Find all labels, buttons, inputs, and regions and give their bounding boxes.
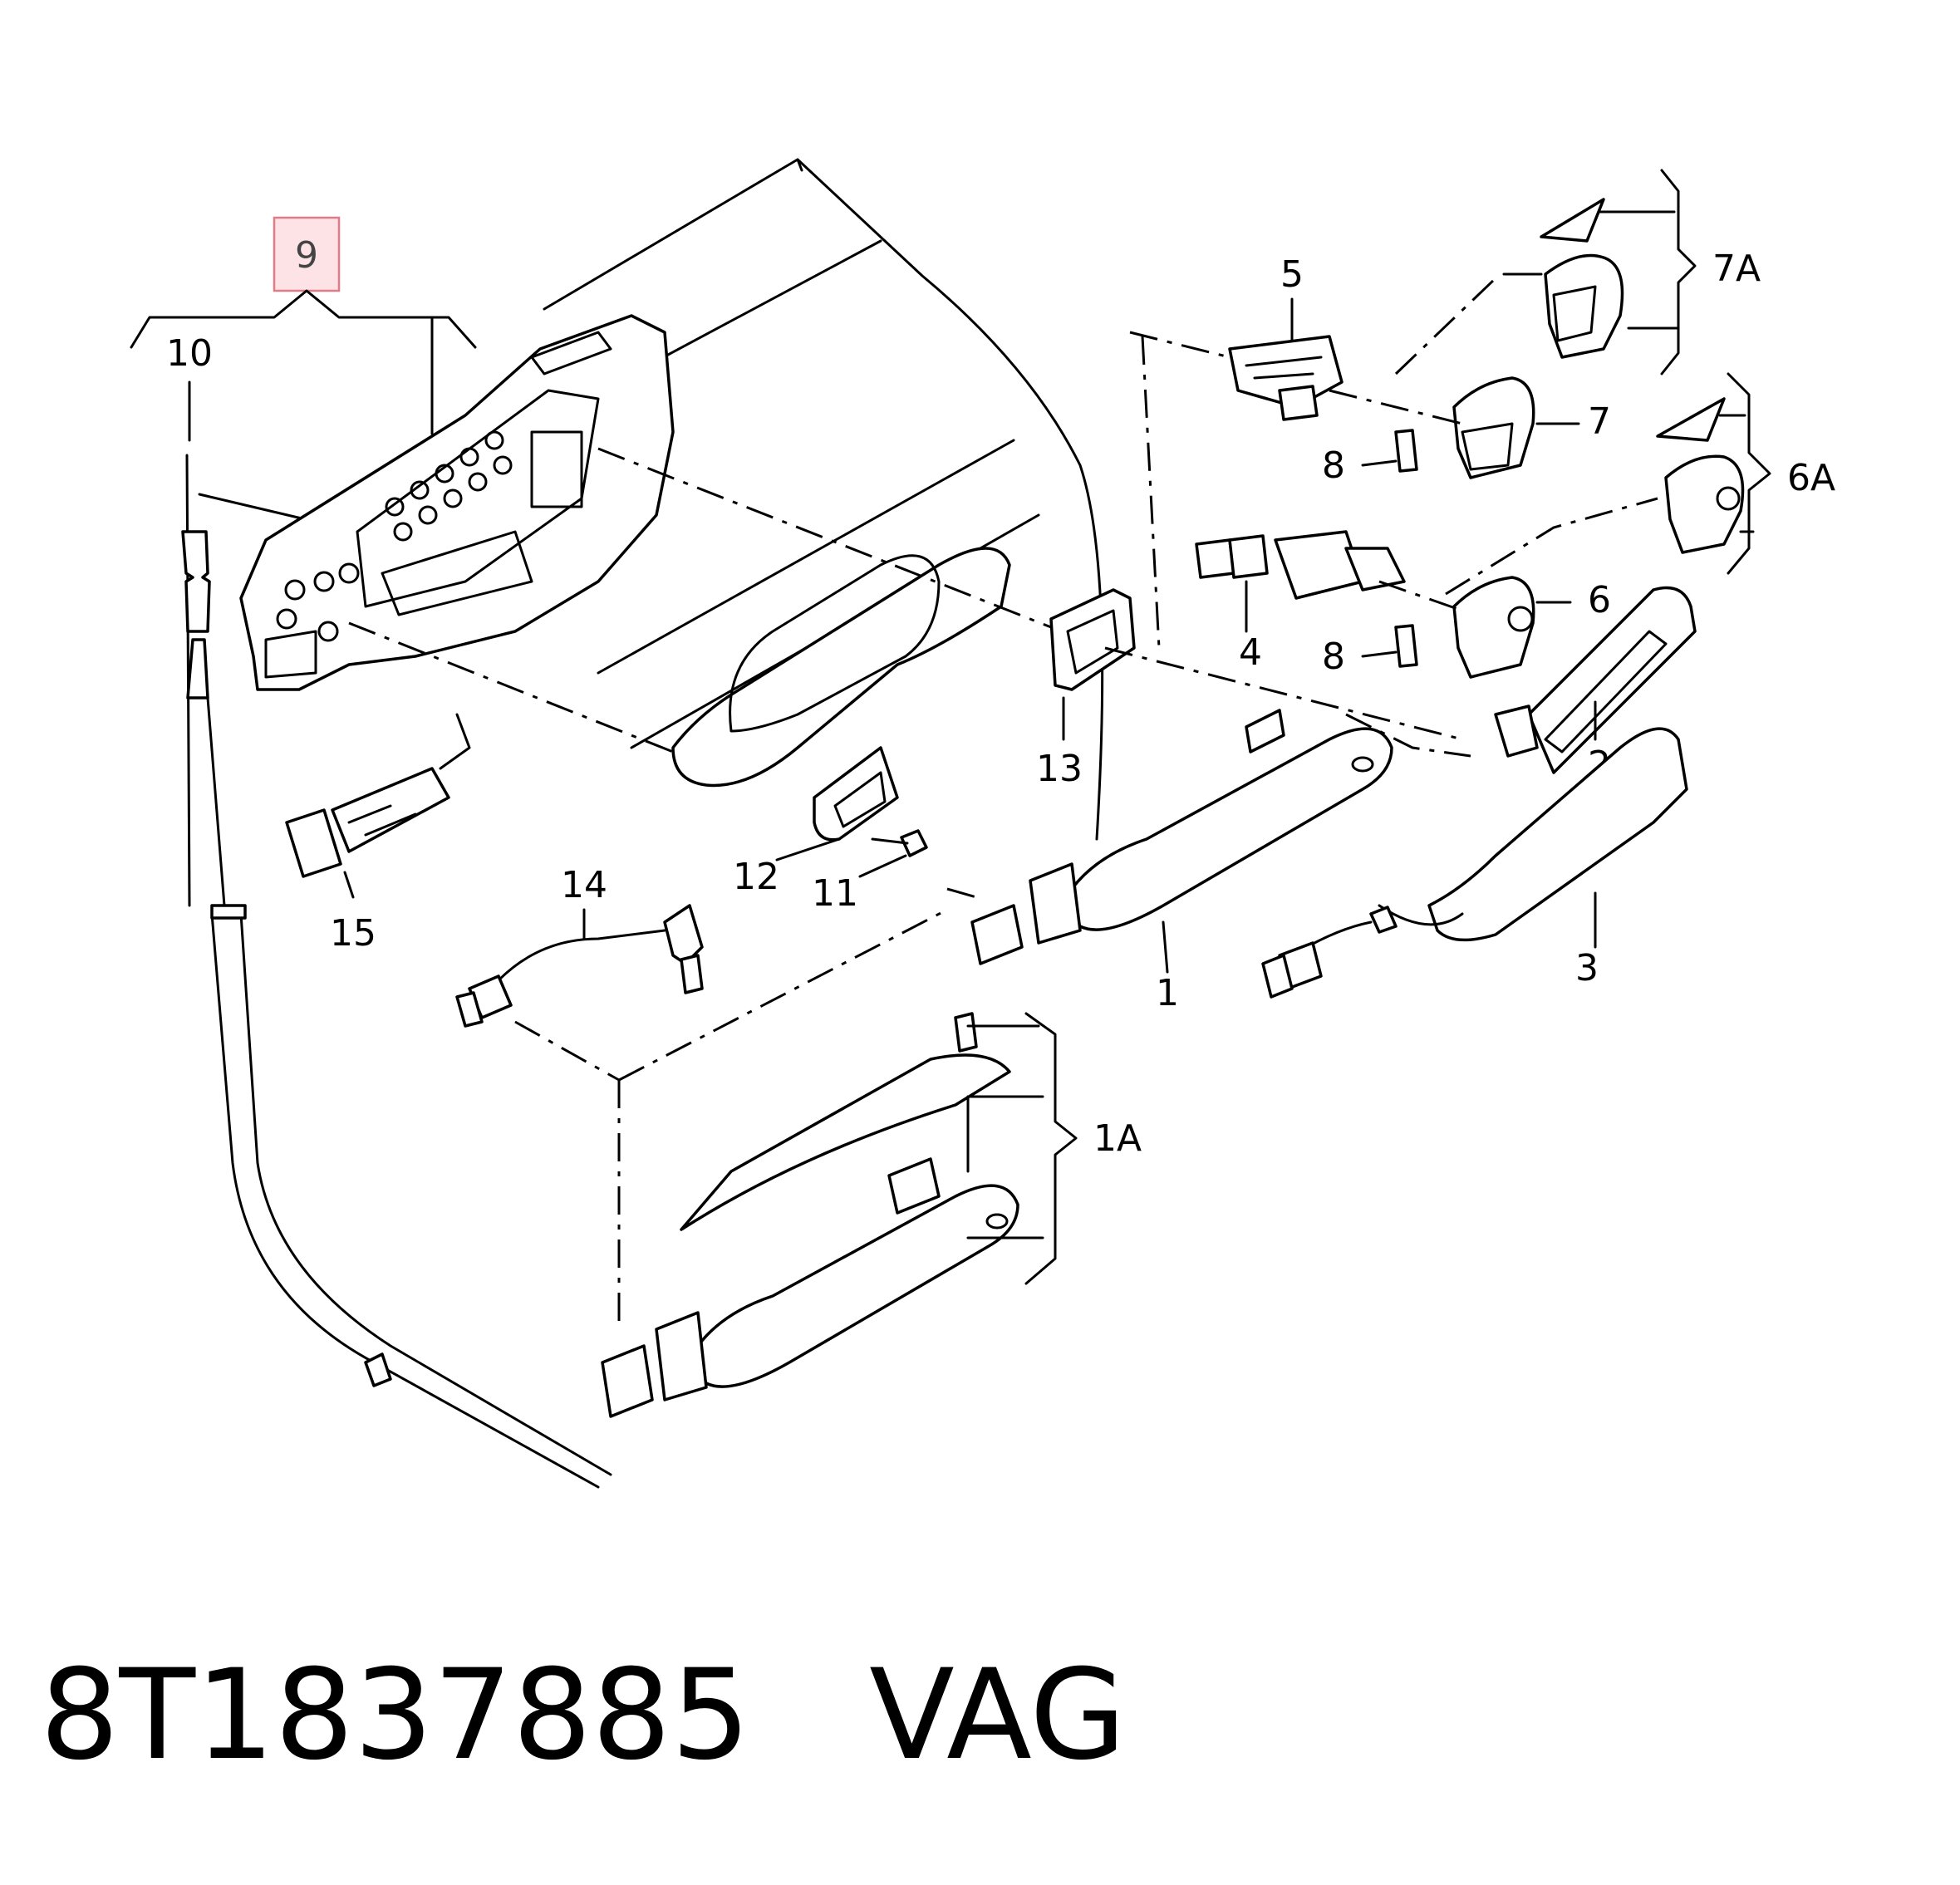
callout-8-upper: 8 <box>1322 444 1345 487</box>
part-5-lock-module: 5 <box>1228 253 1344 421</box>
callout-1A: 1A <box>1093 1117 1142 1160</box>
callout-15: 15 <box>330 912 376 955</box>
part-3-handle: 3 <box>1261 727 1688 999</box>
part-8-pin-lower: 8 <box>1322 624 1418 678</box>
bracket-9: 9 <box>130 216 477 523</box>
callout-13: 13 <box>1036 748 1083 790</box>
callout-6A: 6A <box>1787 457 1835 499</box>
part-1A-handle-assembly: 1A <box>601 1012 1142 1418</box>
part-number-footer: 8T1837885 VAG <box>40 1653 1126 1778</box>
assembly-lines <box>348 277 1658 1329</box>
part-1-handle: 1 <box>970 709 1393 1014</box>
callout-1: 1 <box>1156 972 1179 1014</box>
part-8-pin-upper: 8 <box>1322 429 1418 487</box>
brand-name: VAG <box>869 1643 1127 1788</box>
callout-6: 6 <box>1588 579 1611 621</box>
part-carrier-bracket <box>239 314 675 691</box>
part-10-cable: 10 <box>166 332 612 1489</box>
callout-7: 7 <box>1588 400 1611 443</box>
callout-10: 10 <box>166 332 213 375</box>
part-14-harness: 14 <box>455 864 704 1028</box>
part-6A-cap-set: 6A <box>1656 372 1835 575</box>
callout-7A: 7A <box>1712 248 1761 290</box>
part-number: 8T1837885 <box>40 1643 751 1788</box>
callout-9: 9 <box>295 234 318 277</box>
callout-14: 14 <box>561 864 607 906</box>
callout-11: 11 <box>812 872 858 915</box>
part-15-connector: 15 <box>285 713 471 955</box>
part-6-cap: 6 <box>1452 576 1611 679</box>
callout-4: 4 <box>1239 631 1262 674</box>
footer-separator <box>750 1643 869 1788</box>
callout-5: 5 <box>1280 253 1304 296</box>
part-7A-cap-set: 7A <box>1502 169 1761 376</box>
part-4-lock-cylinder: 4 <box>1195 530 1406 674</box>
callout-3: 3 <box>1575 947 1599 989</box>
callout-8-lower: 8 <box>1322 636 1345 678</box>
part-12-gasket: 12 11 <box>671 547 1011 915</box>
part-7-cap: 7 <box>1452 376 1611 479</box>
part-13-seal: 13 <box>1036 588 1136 790</box>
callout-12: 12 <box>733 856 779 898</box>
